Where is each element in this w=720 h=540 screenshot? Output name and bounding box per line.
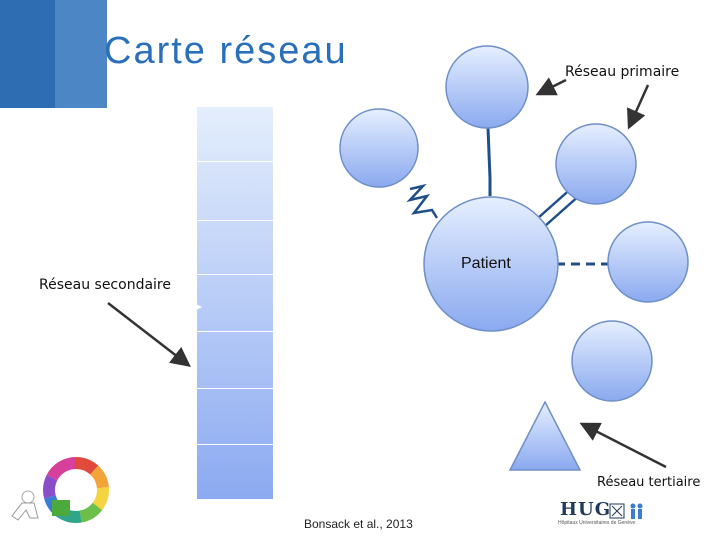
primary-link-solid	[488, 128, 490, 178]
conflict-link-zigzag	[410, 186, 437, 218]
primary-node-right	[556, 124, 636, 204]
tertiary-arrow	[584, 425, 666, 467]
primary-arrow-left	[540, 80, 566, 93]
label-patient: Patient	[461, 255, 511, 273]
primary-node-lower	[572, 321, 652, 401]
label-secondary-network: Réseau secondaire	[39, 277, 171, 293]
citation: Bonsack et al., 2013	[304, 517, 413, 531]
hug-logo-icon	[610, 504, 643, 520]
hug-logo-subtitle: Hôpitaux Universitaires de Genève	[558, 520, 635, 526]
column-notch	[196, 304, 202, 310]
secondary-arrow	[108, 303, 187, 364]
label-primary-network: Réseau primaire	[565, 64, 679, 80]
puzzle-ring-logo	[12, 463, 103, 520]
primary-arrow-down	[630, 85, 648, 125]
primary-node-far-right	[608, 222, 688, 302]
primary-node-top	[446, 46, 528, 128]
tertiary-triangle	[510, 402, 580, 470]
hug-logo-name: HUG	[560, 499, 611, 520]
label-tertiary-network: Réseau tertiaire	[597, 475, 700, 490]
primary-node-left	[340, 109, 418, 187]
